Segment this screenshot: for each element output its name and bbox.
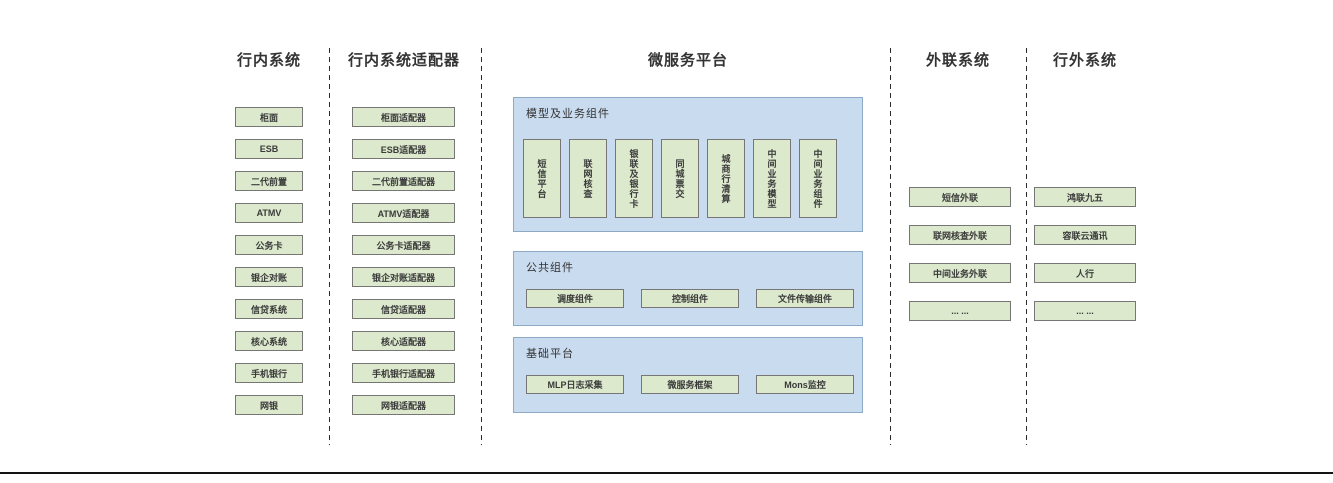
adapter-box: ESB适配器 xyxy=(352,139,455,159)
component-box: 同城票交 xyxy=(661,139,699,218)
panel-model-business-components: 模型及业务组件 短信平台 联网核查 银联及银行卡 同城票交 城商行清算 中间业务… xyxy=(513,97,863,232)
system-box: 公务卡 xyxy=(235,235,303,255)
external-box: 容联云通讯 xyxy=(1034,225,1136,245)
component-box: 调度组件 xyxy=(526,289,624,308)
system-box: 网银 xyxy=(235,395,303,415)
outreach-box: ... ... xyxy=(909,301,1011,321)
system-box: 核心系统 xyxy=(235,331,303,351)
panel-label: 模型及业务组件 xyxy=(526,108,610,120)
outreach-box: 短信外联 xyxy=(909,187,1011,207)
external-box: ... ... xyxy=(1034,301,1136,321)
adapter-box: 核心适配器 xyxy=(352,331,455,351)
outreach-systems-column: 短信外联 联网核查外联 中间业务外联 ... ... xyxy=(909,187,1011,321)
component-box: Mons监控 xyxy=(756,375,854,394)
column-title-internal-system-adapters: 行内系统适配器 xyxy=(347,52,460,69)
adapter-box: 公务卡适配器 xyxy=(352,235,455,255)
vertical-component-row: 短信平台 联网核查 银联及银行卡 同城票交 城商行清算 中间业务模型 中间业务组… xyxy=(523,139,837,218)
component-box: 短信平台 xyxy=(523,139,561,218)
adapter-box: 信贷适配器 xyxy=(352,299,455,319)
component-box: 中间业务组件 xyxy=(799,139,837,218)
bottom-rule xyxy=(0,472,1333,474)
panel-base-platform: 基础平台 MLP日志采集 微服务框架 Mons监控 xyxy=(513,337,863,413)
column-divider xyxy=(1026,48,1027,445)
column-divider xyxy=(890,48,891,445)
component-box: 文件传输组件 xyxy=(756,289,854,308)
system-box: 信贷系统 xyxy=(235,299,303,319)
column-title-microservice-platform: 微服务平台 xyxy=(647,52,728,69)
component-box: 银联及银行卡 xyxy=(615,139,653,218)
system-box: ESB xyxy=(235,139,303,159)
component-box: 微服务框架 xyxy=(641,375,739,394)
system-box: 二代前置 xyxy=(235,171,303,191)
component-box: 城商行清算 xyxy=(707,139,745,218)
system-box: 手机银行 xyxy=(235,363,303,383)
external-systems-column: 鸿联九五 容联云通讯 人行 ... ... xyxy=(1034,187,1136,321)
system-box: 柜面 xyxy=(235,107,303,127)
panel-label: 公共组件 xyxy=(526,262,574,274)
component-box: 中间业务模型 xyxy=(753,139,791,218)
outreach-box: 联网核查外联 xyxy=(909,225,1011,245)
column-title-outreach-systems: 外联系统 xyxy=(925,52,990,69)
component-row: 调度组件 控制组件 文件传输组件 xyxy=(526,289,854,308)
adapter-box: ATMV适配器 xyxy=(352,203,455,223)
system-box: ATMV xyxy=(235,203,303,223)
external-box: 鸿联九五 xyxy=(1034,187,1136,207)
adapter-box: 网银适配器 xyxy=(352,395,455,415)
internal-systems-column: 柜面 ESB 二代前置 ATMV 公务卡 银企对账 信贷系统 核心系统 手机银行… xyxy=(235,107,303,415)
column-title-internal-systems: 行内系统 xyxy=(236,52,301,69)
internal-system-adapters-column: 柜面适配器 ESB适配器 二代前置适配器 ATMV适配器 公务卡适配器 银企对账… xyxy=(352,107,455,415)
column-divider xyxy=(329,48,330,445)
panel-common-components: 公共组件 调度组件 控制组件 文件传输组件 xyxy=(513,251,863,326)
panel-label: 基础平台 xyxy=(526,348,574,360)
component-box: MLP日志采集 xyxy=(526,375,624,394)
external-box: 人行 xyxy=(1034,263,1136,283)
outreach-box: 中间业务外联 xyxy=(909,263,1011,283)
adapter-box: 二代前置适配器 xyxy=(352,171,455,191)
adapter-box: 柜面适配器 xyxy=(352,107,455,127)
column-title-external-systems: 行外系统 xyxy=(1052,52,1117,69)
component-box: 联网核查 xyxy=(569,139,607,218)
component-box: 控制组件 xyxy=(641,289,739,308)
column-divider xyxy=(481,48,482,445)
system-box: 银企对账 xyxy=(235,267,303,287)
adapter-box: 银企对账适配器 xyxy=(352,267,455,287)
component-row: MLP日志采集 微服务框架 Mons监控 xyxy=(526,375,854,394)
adapter-box: 手机银行适配器 xyxy=(352,363,455,383)
